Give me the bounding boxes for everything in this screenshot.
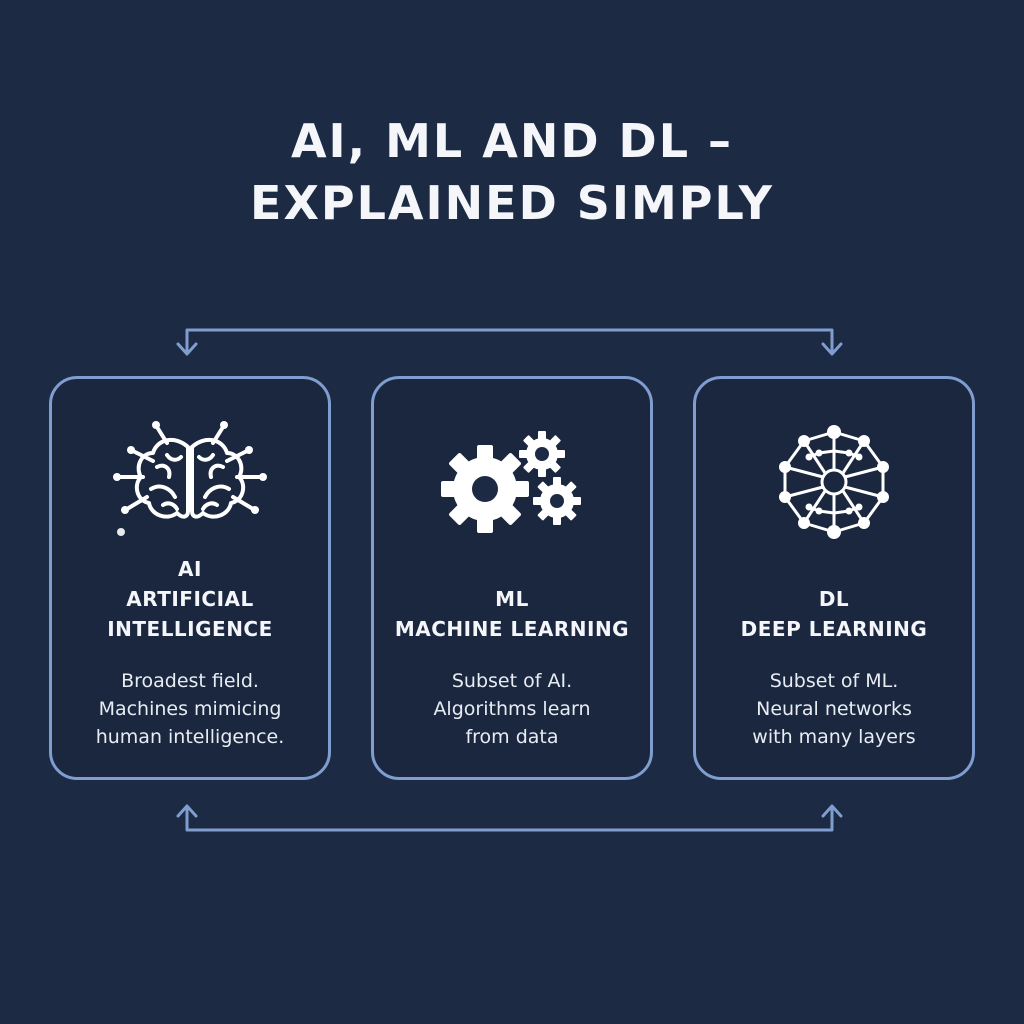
bottom-arrow-left: [176, 804, 198, 818]
card-ml-name: MACHINE LEARNING: [394, 617, 630, 641]
card-ai-description: Broadest field. Machines mimicing human …: [95, 670, 285, 748]
card-ai-name: ARTIFICIAL INTELLIGENCE: [107, 587, 273, 641]
card-dl-abbr: DL: [818, 587, 850, 611]
card-ai-heading: AI ARTIFICIAL INTELLIGENCE: [52, 554, 328, 644]
card-dl-name: DEEP LEARNING: [740, 617, 928, 641]
gears-icon: [441, 431, 581, 533]
card-ai-abbr: AI: [178, 557, 202, 581]
top-arrow-right: [821, 342, 843, 356]
brain-icon: [113, 421, 267, 536]
card-dl: DL DEEP LEARNING Subset of ML. Neural ne…: [693, 376, 975, 780]
page-title: AI, ML AND DL – EXPLAINED SIMPLY: [0, 110, 1024, 234]
title-line-2: EXPLAINED SIMPLY: [250, 176, 774, 230]
card-ai: AI ARTIFICIAL INTELLIGENCE Broadest fiel…: [49, 376, 331, 780]
neural-network-icon: [779, 425, 889, 539]
card-dl-heading: DL DEEP LEARNING: [696, 584, 972, 644]
bottom-arrow-right: [821, 804, 843, 818]
title-line-1: AI, ML AND DL –: [290, 114, 734, 168]
card-ml-abbr: ML: [495, 587, 529, 611]
top-arrow-left: [176, 342, 198, 356]
card-ml-heading: ML MACHINE LEARNING: [374, 584, 650, 644]
bottom-connector-line: [185, 806, 834, 832]
top-connector-line: [185, 328, 834, 354]
card-ml-description: Subset of AI. Algorithms learn from data: [433, 670, 591, 748]
card-ml: ML MACHINE LEARNING Subset of AI. Algori…: [371, 376, 653, 780]
card-dl-description: Subset of ML. Neural networks with many …: [752, 670, 916, 748]
